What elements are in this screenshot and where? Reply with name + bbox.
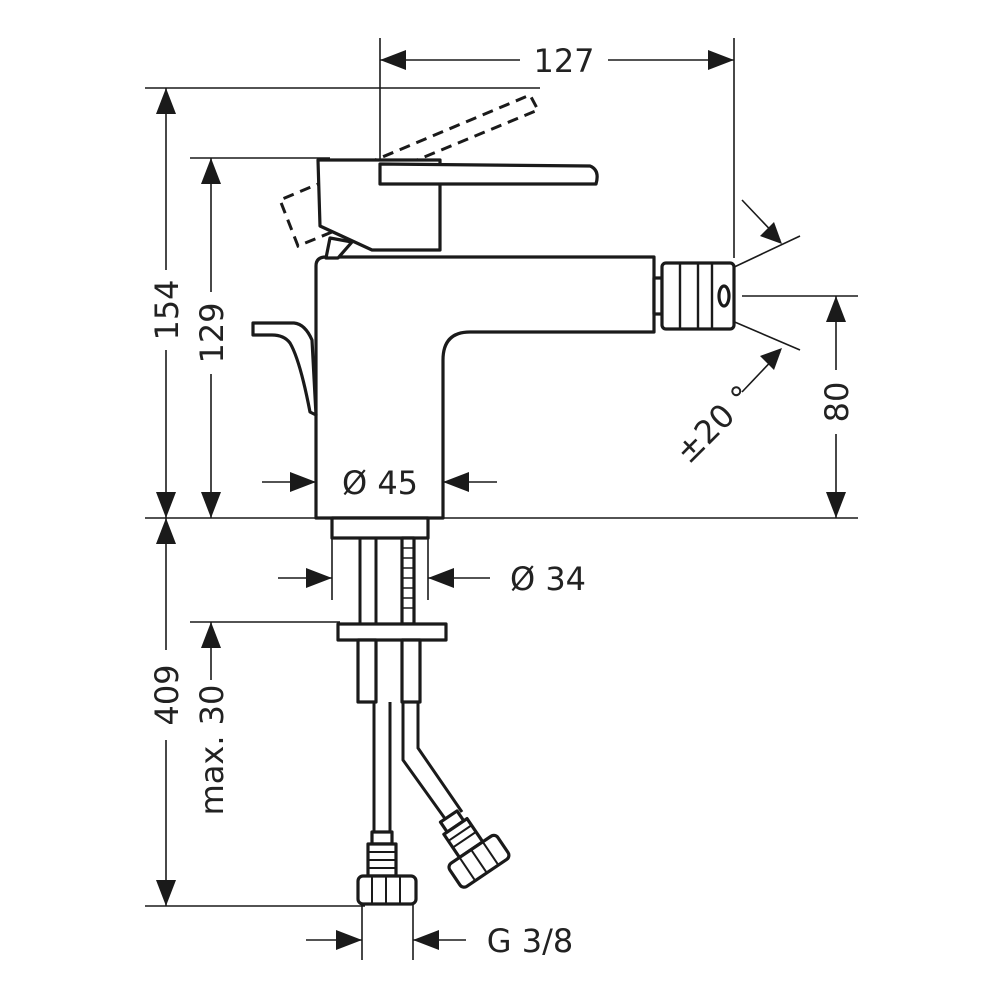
hose-right bbox=[401, 702, 464, 821]
lever-neck bbox=[324, 236, 354, 260]
faucet-drawing bbox=[251, 93, 736, 906]
lever-alt-position bbox=[278, 93, 541, 248]
spout-aerator bbox=[652, 261, 736, 331]
dim-height-spout: 80 bbox=[818, 382, 856, 423]
hose-left bbox=[372, 702, 392, 832]
dim-height-total: 154 bbox=[148, 279, 186, 340]
dim-shank-diameter: Ø 34 bbox=[510, 560, 586, 598]
dim-height-lever: 129 bbox=[193, 302, 231, 363]
mounting-washer bbox=[336, 622, 448, 642]
dim-length-hose: 409 bbox=[148, 664, 186, 725]
dimension-lines bbox=[156, 50, 846, 950]
popup-rod bbox=[251, 321, 318, 417]
hose-right-fitting bbox=[438, 809, 511, 889]
dim-angle: ±20 ° bbox=[668, 378, 761, 471]
dim-max-thickness: max. 30 bbox=[193, 685, 231, 816]
dim-connection: G 3/8 bbox=[487, 922, 573, 960]
faucet-body bbox=[314, 255, 656, 520]
dim-base-diameter: Ø 45 bbox=[342, 464, 418, 502]
shank bbox=[330, 516, 430, 540]
hose-left-fitting bbox=[356, 830, 418, 906]
lever-blade bbox=[378, 162, 599, 186]
threaded-rod bbox=[400, 536, 416, 626]
dim-width-total: 127 bbox=[533, 42, 594, 80]
mounting-nut bbox=[356, 638, 378, 704]
